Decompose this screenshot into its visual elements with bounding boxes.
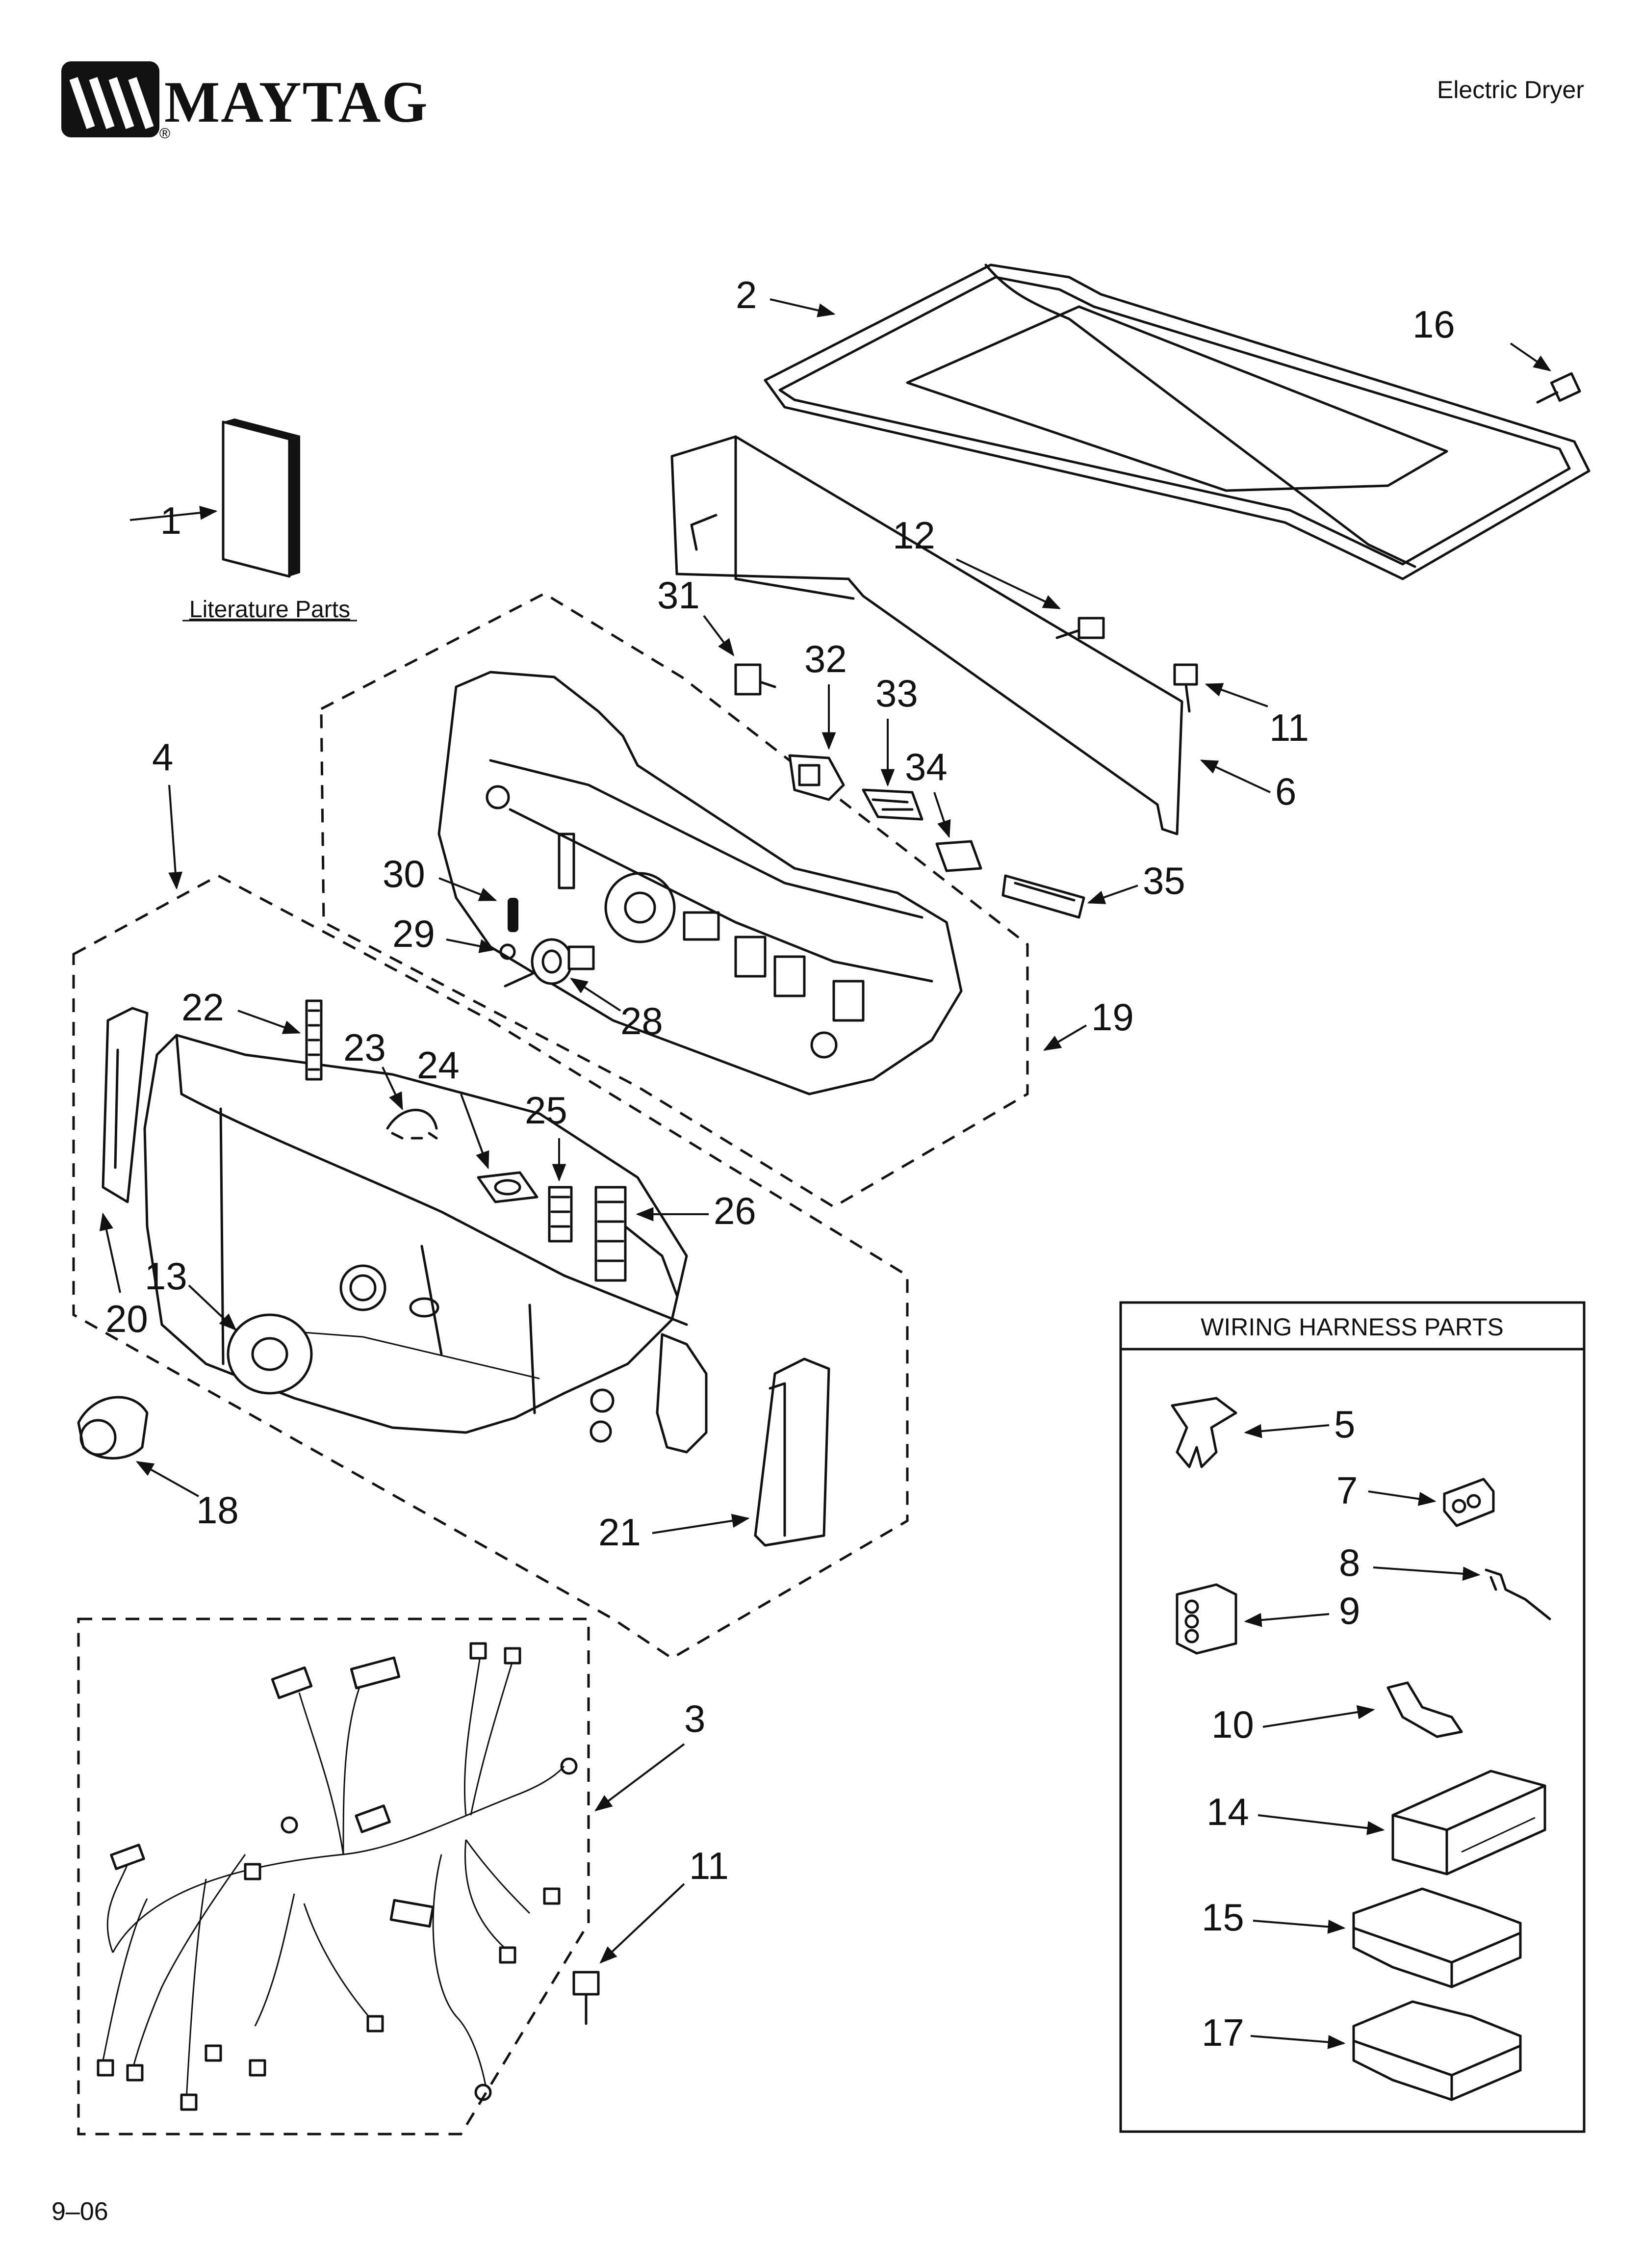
screw-16 [1536, 372, 1581, 404]
knob-18 [77, 1396, 149, 1460]
wiring-harness-parts-box [1119, 1301, 1586, 2133]
callout-10: 10 [1211, 1703, 1254, 1746]
callout-15: 15 [1202, 1896, 1244, 1939]
spring-29 [499, 943, 516, 960]
callout-32: 32 [804, 637, 847, 680]
callout-30: 30 [383, 852, 425, 895]
brand-name: MAYTAG [164, 69, 429, 134]
callout-18: 18 [196, 1488, 239, 1532]
callout-17: 17 [1202, 2011, 1244, 2054]
callout-2: 2 [736, 273, 757, 316]
connector-7 [1443, 1478, 1495, 1527]
callout-23: 23 [343, 1026, 386, 1069]
callout-24: 24 [417, 1043, 460, 1087]
end-cap-21 [754, 1357, 830, 1547]
screw-12 [1055, 617, 1105, 639]
callout-7: 7 [1336, 1469, 1358, 1512]
callout-35: 35 [1143, 859, 1185, 902]
display-lens-24 [477, 1171, 539, 1203]
screw-11-top [1173, 663, 1198, 713]
callout-34: 34 [905, 745, 948, 788]
callout-25: 25 [525, 1089, 567, 1132]
callout-31: 31 [657, 574, 700, 617]
switch-33 [862, 788, 924, 821]
main-wire-harness [97, 1642, 578, 2111]
callout-26: 26 [714, 1189, 756, 1232]
connector-housing-15 [1352, 1887, 1522, 1988]
plunger-30 [508, 898, 518, 932]
console-mounting-panel [670, 435, 1183, 835]
connector-housing-17 [1352, 2000, 1522, 2101]
console-boundary [72, 874, 909, 1660]
control-board-housing [437, 671, 963, 1095]
callout-19: 19 [1091, 995, 1134, 1039]
led-strip-22 [305, 999, 323, 1081]
callout-13: 13 [145, 1254, 187, 1298]
callout-12: 12 [893, 514, 935, 557]
callout-11-bottom: 11 [689, 1844, 729, 1887]
switch-34 [935, 840, 982, 872]
connector-9 [1176, 1583, 1237, 1655]
date-code: 9–06 [51, 2197, 108, 2226]
wire-clip-5 [1171, 1397, 1237, 1468]
maytag-logo: MAYTAG ® [61, 61, 429, 142]
screw-11-bottom [572, 1971, 600, 2025]
product-title: Electric Dryer [1437, 76, 1584, 104]
callout-28: 28 [620, 999, 663, 1043]
callout-6: 6 [1275, 770, 1296, 813]
control-assembly-boundary [320, 592, 1029, 1208]
callout-4: 4 [152, 735, 173, 779]
switch-32 [788, 754, 845, 801]
callout-33: 33 [875, 672, 918, 715]
callout-8: 8 [1339, 1541, 1360, 1584]
callout-14: 14 [1206, 1790, 1249, 1833]
callout-16: 16 [1412, 303, 1455, 346]
switch-31 [734, 663, 776, 696]
potentiometer-28 [504, 938, 595, 988]
switch-35 [1001, 874, 1085, 919]
callout-1: 1 [160, 499, 181, 542]
terminal-10 [1386, 1681, 1463, 1738]
terminal-8 [1485, 1568, 1551, 1620]
callout-5: 5 [1334, 1403, 1355, 1446]
literature-parts-label: Literature Parts [189, 597, 350, 623]
callout-21: 21 [598, 1511, 641, 1554]
wiring-box-title: WIRING HARNESS PARTS [1201, 1313, 1504, 1341]
button-set-26 [594, 1186, 678, 1297]
callout-20: 20 [105, 1297, 148, 1340]
callout-11-top: 11 [1269, 706, 1309, 749]
top-panel [764, 263, 1591, 580]
callout-3: 3 [684, 1697, 705, 1740]
callout-29: 29 [392, 912, 435, 955]
callout-22: 22 [181, 986, 224, 1029]
harness-boundary [77, 1617, 590, 2136]
connector-block-14 [1391, 1770, 1546, 1876]
literature-booklet [222, 418, 300, 578]
callout-9: 9 [1339, 1589, 1360, 1632]
button-set-25 [548, 1186, 573, 1243]
dial-skirt-13 [227, 1313, 313, 1395]
registered-mark: ® [159, 126, 170, 142]
side-trim-20 [102, 1007, 149, 1203]
light-pipe-23 [386, 1109, 438, 1140]
